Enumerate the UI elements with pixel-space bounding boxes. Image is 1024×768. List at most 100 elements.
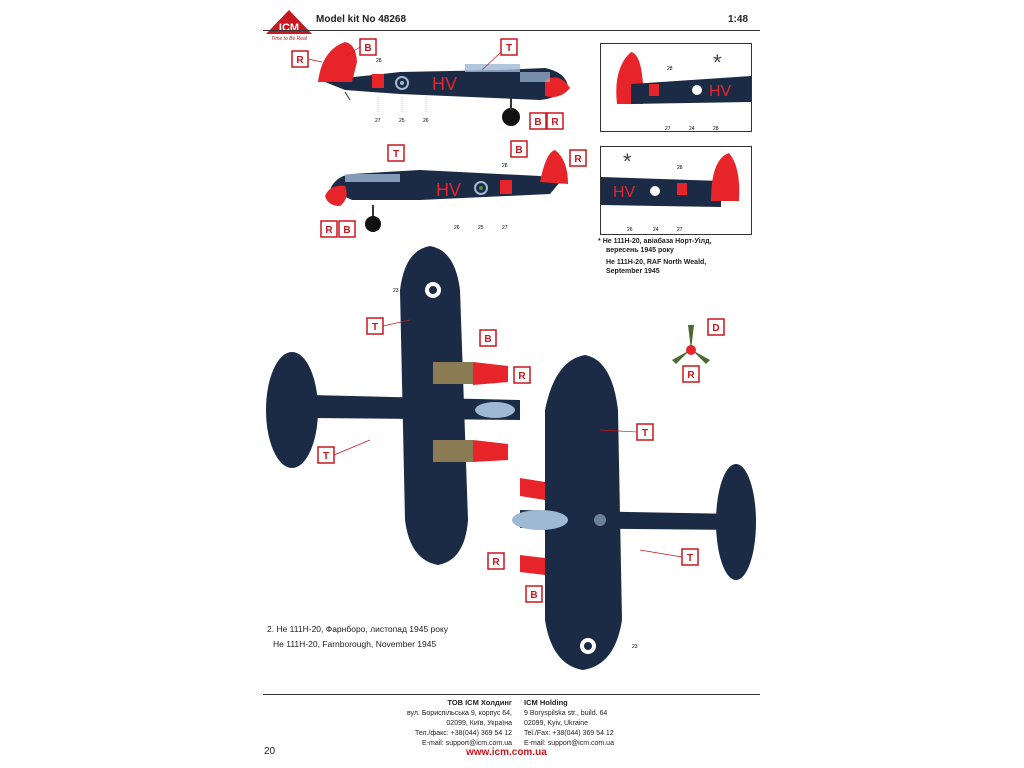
callout-b4: B: [338, 220, 356, 238]
note-line1-ua: He 111H-20, авіабаза Норт-Уілд,: [602, 238, 712, 245]
svg-text:R: R: [574, 154, 582, 165]
callout-b6: B: [525, 585, 543, 603]
svg-text:B: B: [515, 145, 522, 156]
logo-text: ICM: [279, 22, 299, 34]
svg-text:R: R: [325, 225, 333, 236]
inset-note: * He 111H-20, авіабаза Норт-Уілд, вересе…: [598, 237, 758, 276]
callout-r6: R: [682, 365, 700, 383]
stencil-23b: 23: [632, 644, 638, 650]
stencil-26b: 26: [454, 225, 460, 231]
scheme-caption: 2. He 111H-20, Фарнборо, листопад 1945 р…: [267, 622, 448, 652]
svg-text:T: T: [323, 451, 329, 462]
code-letters-side2: HV: [436, 180, 461, 200]
svg-text:B: B: [484, 334, 491, 345]
callout-b5: B: [479, 329, 497, 347]
callouts: R B T B R T B R R B T B R T D R T T R B: [291, 38, 725, 603]
callout-r7: R: [487, 552, 505, 570]
stencil-28c: 28: [667, 66, 673, 72]
svg-text:T: T: [393, 149, 399, 160]
svg-text:T: T: [506, 43, 512, 54]
code-letters-inset1: HV: [709, 83, 732, 100]
svg-text:B: B: [530, 590, 537, 601]
svg-text:R: R: [296, 55, 304, 66]
bottom-view: 23: [512, 355, 756, 670]
stencil-28e: 28: [677, 165, 683, 171]
footer-en-company: ICM Holding: [524, 698, 568, 707]
side-view-starboard: HV 27 25 26 28: [318, 42, 570, 126]
logo-tagline: Time to Be Real: [271, 36, 308, 42]
callout-t4: T: [317, 446, 335, 464]
footer-ua-tel: Тел./факс: +38(044) 369 54 12: [414, 730, 512, 737]
callout-t5: T: [636, 423, 654, 441]
callout-b3: B: [510, 140, 528, 158]
stencil-26a: 26: [423, 118, 429, 124]
callout-r4: R: [320, 220, 338, 238]
callout-r5: R: [513, 366, 531, 384]
page-number: 20: [264, 746, 276, 757]
stencil-28b: 28: [502, 163, 508, 169]
callout-b1: B: [359, 38, 377, 56]
note-line1-en: He 111H-20, RAF North Weald,: [606, 259, 707, 266]
svg-text:B: B: [534, 117, 541, 128]
stencil-25a: 25: [399, 118, 405, 124]
svg-text:R: R: [551, 117, 559, 128]
svg-text:T: T: [372, 322, 378, 333]
svg-text:D: D: [712, 323, 719, 334]
inset-port-tail: HV 28 26 24 27 *: [600, 146, 752, 235]
leader-lines: [307, 46, 683, 558]
footer-rule: [263, 694, 760, 695]
caption-ua: 2. He 111H-20, Фарнборо, листопад 1945 р…: [267, 624, 449, 634]
stencil-26c: 26: [627, 227, 633, 233]
svg-text:T: T: [687, 553, 693, 564]
scale-label: 1:48: [728, 14, 749, 25]
caption-en: He 111H-20, Farnborough, November 1945: [273, 639, 437, 649]
callout-d1: D: [707, 318, 725, 336]
footer-ua: ТОВ ICM Холдинг вул. Бориспільська 9, ко…: [384, 698, 512, 749]
svg-text:T: T: [642, 428, 648, 439]
footer-en-addr2: 02099, Kyiv, Ukraine: [524, 720, 589, 727]
footer-en-tel: Tel./Fax: +38(044) 369 54 12: [524, 730, 614, 737]
footer-en-addr1: 9 Boryspilska str., build. 64: [524, 710, 608, 717]
callout-b2: B: [529, 112, 547, 130]
inset-starboard-tail: HV 28 27 24 28 *: [600, 43, 752, 132]
footer-en: ICM Holding 9 Boryspilska str., build. 6…: [524, 698, 664, 749]
propeller-detail: [672, 325, 710, 364]
footer-ua-addr2: 02099, Київ, Україна: [446, 720, 512, 727]
stencil-27d: 27: [677, 227, 683, 233]
website-link[interactable]: www.icm.com.ua: [466, 747, 547, 758]
stencil-27a: 27: [375, 118, 381, 124]
icm-logo: ICM Time to Be Real: [264, 8, 314, 42]
header-rule: [263, 30, 760, 31]
asterisk-1: *: [713, 50, 722, 75]
svg-text:B: B: [343, 225, 350, 236]
callout-r3: R: [569, 149, 587, 167]
callout-r2: R: [546, 112, 564, 130]
stencil-24d: 24: [653, 227, 659, 233]
note-asterisk: *: [598, 238, 601, 245]
code-letters-inset2: HV: [613, 184, 636, 201]
stencil-23a: 23: [393, 288, 399, 294]
stencil-27c: 27: [665, 126, 671, 131]
stencil-28d: 28: [713, 126, 719, 131]
note-line2-en: September 1945: [606, 268, 660, 275]
stencil-28a: 28: [376, 58, 382, 64]
svg-text:R: R: [492, 557, 500, 568]
code-letters-side1: HV: [432, 74, 457, 94]
footer-en-email: E-mail: support@icm.com.ua: [524, 740, 614, 747]
footer-ua-email: E-mail: support@icm.com.ua: [422, 740, 512, 747]
top-view: 23: [266, 246, 520, 565]
callout-t1: T: [500, 38, 518, 56]
svg-text:R: R: [518, 371, 526, 382]
callout-t3: T: [366, 317, 384, 335]
stencil-27b: 27: [502, 225, 508, 231]
callout-t2: T: [387, 144, 405, 162]
side-view-port: HV 26 25 27 28: [325, 150, 568, 232]
callout-r1: R: [291, 50, 309, 68]
svg-text:R: R: [687, 370, 695, 381]
stencil-24c: 24: [689, 126, 695, 131]
asterisk-2: *: [623, 149, 632, 174]
footer-ua-addr1: вул. Бориспільська 9, корпус 64,: [406, 710, 512, 717]
svg-text:B: B: [364, 43, 371, 54]
callout-t6: T: [681, 548, 699, 566]
